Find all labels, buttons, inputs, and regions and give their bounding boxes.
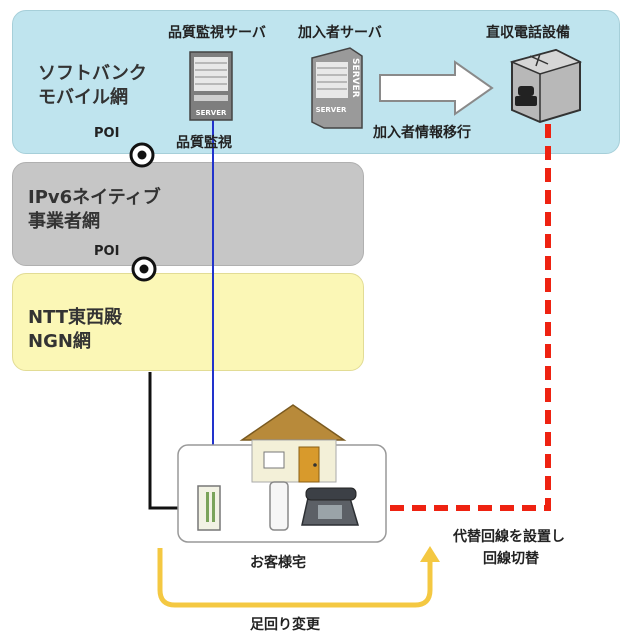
quality-server-label: 品質監視サーバ <box>168 25 266 41</box>
ipv6-label-line2: 事業者網 <box>28 211 100 232</box>
alternative-line <box>362 124 551 511</box>
telephone-icon <box>301 487 360 526</box>
ipv6-network-zone <box>12 162 364 266</box>
poi-label-lower: POI <box>94 244 120 259</box>
onu-device-icon <box>197 485 221 531</box>
poi-label-upper: POI <box>94 126 120 141</box>
alternative-line-label: 代替回線を設置し 回線切替 <box>453 526 565 570</box>
ipv6-label-line1: IPv6ネイティブ <box>28 187 161 208</box>
migration-arrow <box>379 60 494 116</box>
ntt-network-zone <box>12 273 364 371</box>
softbank-label-line2: モバイル網 <box>38 87 128 108</box>
subscriber-migration-label: 加入者情報移行 <box>373 125 471 141</box>
subscriber-server-badge: SERVER <box>316 106 347 114</box>
subscriber-server-icon: SERVER SERVER <box>311 47 363 129</box>
ipv6-network-label: IPv6ネイティブ 事業者網 <box>28 186 161 234</box>
alternative-line-label-line1: 代替回線を設置し <box>453 529 565 545</box>
router-device-icon <box>269 481 289 531</box>
quality-server-badge: SERVER <box>196 109 227 117</box>
phone-equipment-label: 直収電話設備 <box>486 25 570 41</box>
footing-change-arrow <box>157 548 433 608</box>
customer-home-label: お客様宅 <box>250 555 306 571</box>
alternative-line-label-line2: 回線切替 <box>483 551 539 567</box>
ntt-network-label: NTT東西殿 NGN網 <box>28 306 122 354</box>
softbank-network-label: ソフトバンク モバイル網 <box>38 62 147 110</box>
quality-server-icon: SERVER <box>189 51 233 121</box>
subscriber-server-label: 加入者サーバ <box>298 25 382 41</box>
quality-monitor-label: 品質監視 <box>176 135 232 151</box>
ntt-label-line2: NGN網 <box>28 331 91 352</box>
poi-connector-upper <box>129 142 155 168</box>
house-icon <box>239 404 347 483</box>
softbank-label-line1: ソフトバンク <box>38 63 147 84</box>
phone-equipment-icon <box>509 48 583 124</box>
poi-connector-lower <box>131 256 157 282</box>
subscriber-server-side-text: SERVER <box>350 58 360 98</box>
footing-arrow-head <box>420 546 440 562</box>
footing-change-label: 足回り変更 <box>250 617 320 633</box>
ntt-label-line1: NTT東西殿 <box>28 307 123 328</box>
